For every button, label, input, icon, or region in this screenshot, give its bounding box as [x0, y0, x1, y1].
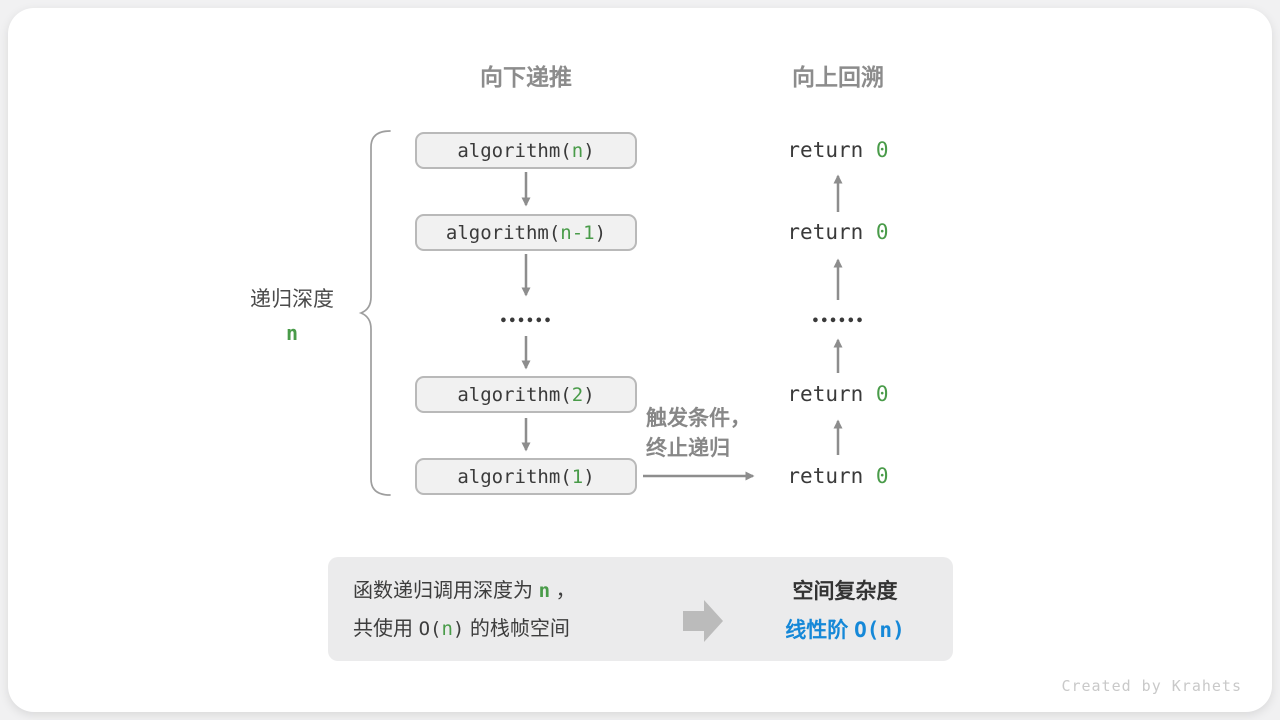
summary-line1: 函数递归调用深度为 n ， — [353, 572, 576, 610]
summary-text: 函数递归调用深度为 n ， 共使用 O(n) 的栈帧空间 — [353, 572, 576, 648]
code-text: algorithm( — [457, 465, 572, 488]
code-text: algorithm( — [457, 139, 572, 162]
depth-label-group: 递归深度 n — [228, 283, 356, 345]
summary-line1-text: 函数递归调用深度为 — [353, 580, 539, 602]
terminate-note-line2: 终止递归 — [646, 437, 730, 460]
summary-line2-code: ) — [452, 618, 465, 640]
code-text: return — [787, 464, 876, 488]
code-arg: n-1 — [560, 221, 595, 244]
code-text: return — [787, 220, 876, 244]
code-text: ) — [594, 221, 607, 244]
complexity-title: 空间复杂度 — [792, 580, 898, 603]
depth-label: 递归深度 — [250, 288, 334, 311]
summary-line2-code: O( — [418, 618, 442, 640]
return-value: 0 — [875, 220, 889, 244]
complexity-label: 线性阶 — [785, 619, 855, 642]
code-arg: 2 — [571, 383, 584, 406]
complexity-code-open: O( — [854, 618, 880, 642]
summary-panel — [328, 557, 953, 661]
header-upward: 向上回溯 — [792, 64, 884, 90]
summary-line2: 共使用 O(n) 的栈帧空间 — [353, 610, 576, 648]
terminate-note-line1: 触发条件， — [646, 407, 751, 430]
ellipsis-left: •••••• — [499, 314, 553, 329]
code-text: ) — [583, 465, 595, 488]
credit-watermark: Created by Krahets — [1061, 677, 1242, 695]
return-value: 0 — [875, 464, 889, 488]
code-text: ) — [583, 139, 595, 162]
depth-value: n — [285, 321, 299, 345]
code-text: algorithm( — [457, 383, 572, 406]
call-box-n: algorithm(n) — [415, 132, 637, 169]
complexity-result: 空间复杂度 线性阶 O(n) — [750, 575, 940, 644]
complexity-code-close: ) — [892, 618, 905, 642]
code-text: return — [787, 382, 876, 406]
summary-line2-text2: 的栈帧空间 — [464, 618, 570, 640]
return-row: return 0 — [727, 221, 949, 243]
complexity-value: 线性阶 O(n) — [750, 614, 940, 644]
call-box-n-1: algorithm(n-1) — [415, 214, 637, 251]
call-box-2: algorithm(2) — [415, 376, 637, 413]
header-downward: 向下递推 — [480, 64, 572, 90]
summary-line2-n: n — [441, 618, 453, 640]
code-arg: n — [571, 139, 584, 162]
complexity-code: O(n) — [854, 618, 905, 642]
summary-line1-punct: ， — [550, 580, 576, 602]
code-text: return — [787, 138, 876, 162]
summary-line2-text: 共使用 — [353, 618, 419, 640]
ellipsis-right: •••••• — [811, 314, 865, 329]
complexity-code-n: n — [879, 618, 893, 642]
return-row: return 0 — [727, 465, 949, 487]
code-text: ) — [583, 383, 595, 406]
terminate-note: 触发条件， 终止递归 — [646, 404, 751, 464]
code-text: algorithm( — [445, 221, 561, 244]
return-row: return 0 — [727, 383, 949, 405]
implies-arrow-icon — [683, 600, 723, 642]
summary-line1-n: n — [538, 580, 551, 602]
return-value: 0 — [875, 138, 889, 162]
code-arg: 1 — [571, 465, 584, 488]
call-box-1: algorithm(1) — [415, 458, 637, 495]
return-row: return 0 — [727, 139, 949, 161]
return-value: 0 — [875, 382, 889, 406]
